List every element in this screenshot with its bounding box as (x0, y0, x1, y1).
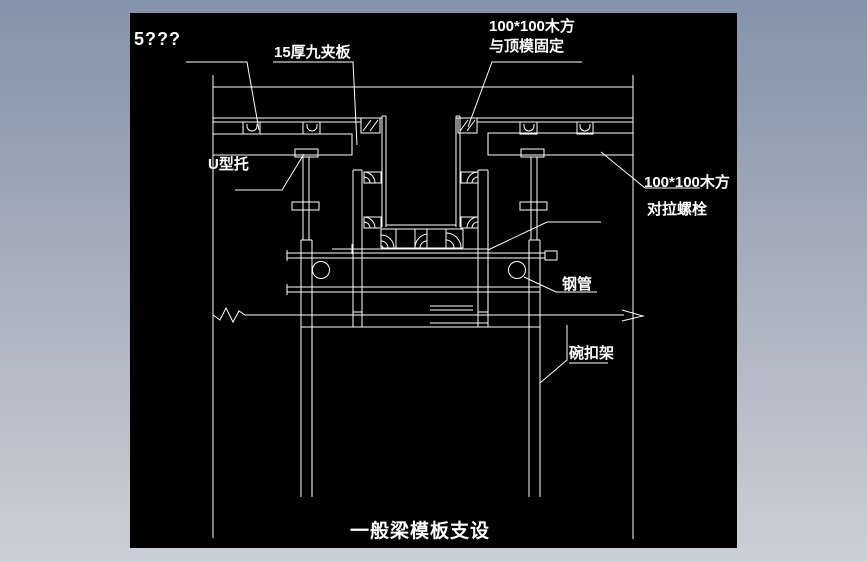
label-tie-bolt: 对拉螺栓 (647, 200, 707, 218)
leader-right-timber (600, 151, 700, 189)
right-shore-post (519, 148, 548, 497)
leader-note (186, 61, 260, 131)
steel-pipe-section-left (312, 261, 330, 279)
label-note: 5??? (134, 29, 181, 49)
leader-u-head (235, 153, 305, 191)
label-top-timber-line2: 与顶模固定 (489, 37, 564, 55)
label-u-head: U型托 (208, 155, 249, 173)
steel-pipe-section-right (508, 261, 526, 279)
leader-plywood (273, 61, 358, 146)
scaffold-ledgers (286, 250, 558, 328)
left-shore-post (291, 148, 320, 497)
leader-top-timber (467, 61, 582, 128)
slab-formwork-left (212, 117, 382, 156)
leader-cuplock (539, 325, 608, 384)
slab-formwork-right (456, 117, 634, 156)
arrow-head (621, 309, 645, 322)
label-cuplock: 碗扣架 (569, 344, 614, 362)
label-right-timber: 100*100木方 (644, 173, 730, 191)
steel-pipe-sections (312, 261, 526, 279)
floor-line (212, 306, 645, 324)
drawing-title: 一般梁模板支设 (350, 519, 490, 542)
wall-and-slab-lines (212, 75, 634, 539)
leader-steel-pipe (523, 276, 597, 293)
slab-formwork-right-grain (459, 119, 591, 132)
break-mark (212, 306, 246, 324)
label-top-timber-line1: 100*100木方 (489, 17, 575, 35)
tie-rod (332, 244, 488, 254)
beam-formwork-grain (363, 171, 479, 249)
drawing-canvas[interactable]: 5??? 15厚九夹板 100*100木方 与顶模固定 U型托 100*100木… (130, 13, 737, 548)
leader-lines (186, 61, 700, 384)
leader-tie-bolt (487, 221, 601, 251)
slab-formwork-left-grain (246, 119, 379, 132)
label-steel-pipe: 钢管 (562, 275, 592, 293)
label-plywood: 15厚九夹板 (274, 43, 352, 61)
